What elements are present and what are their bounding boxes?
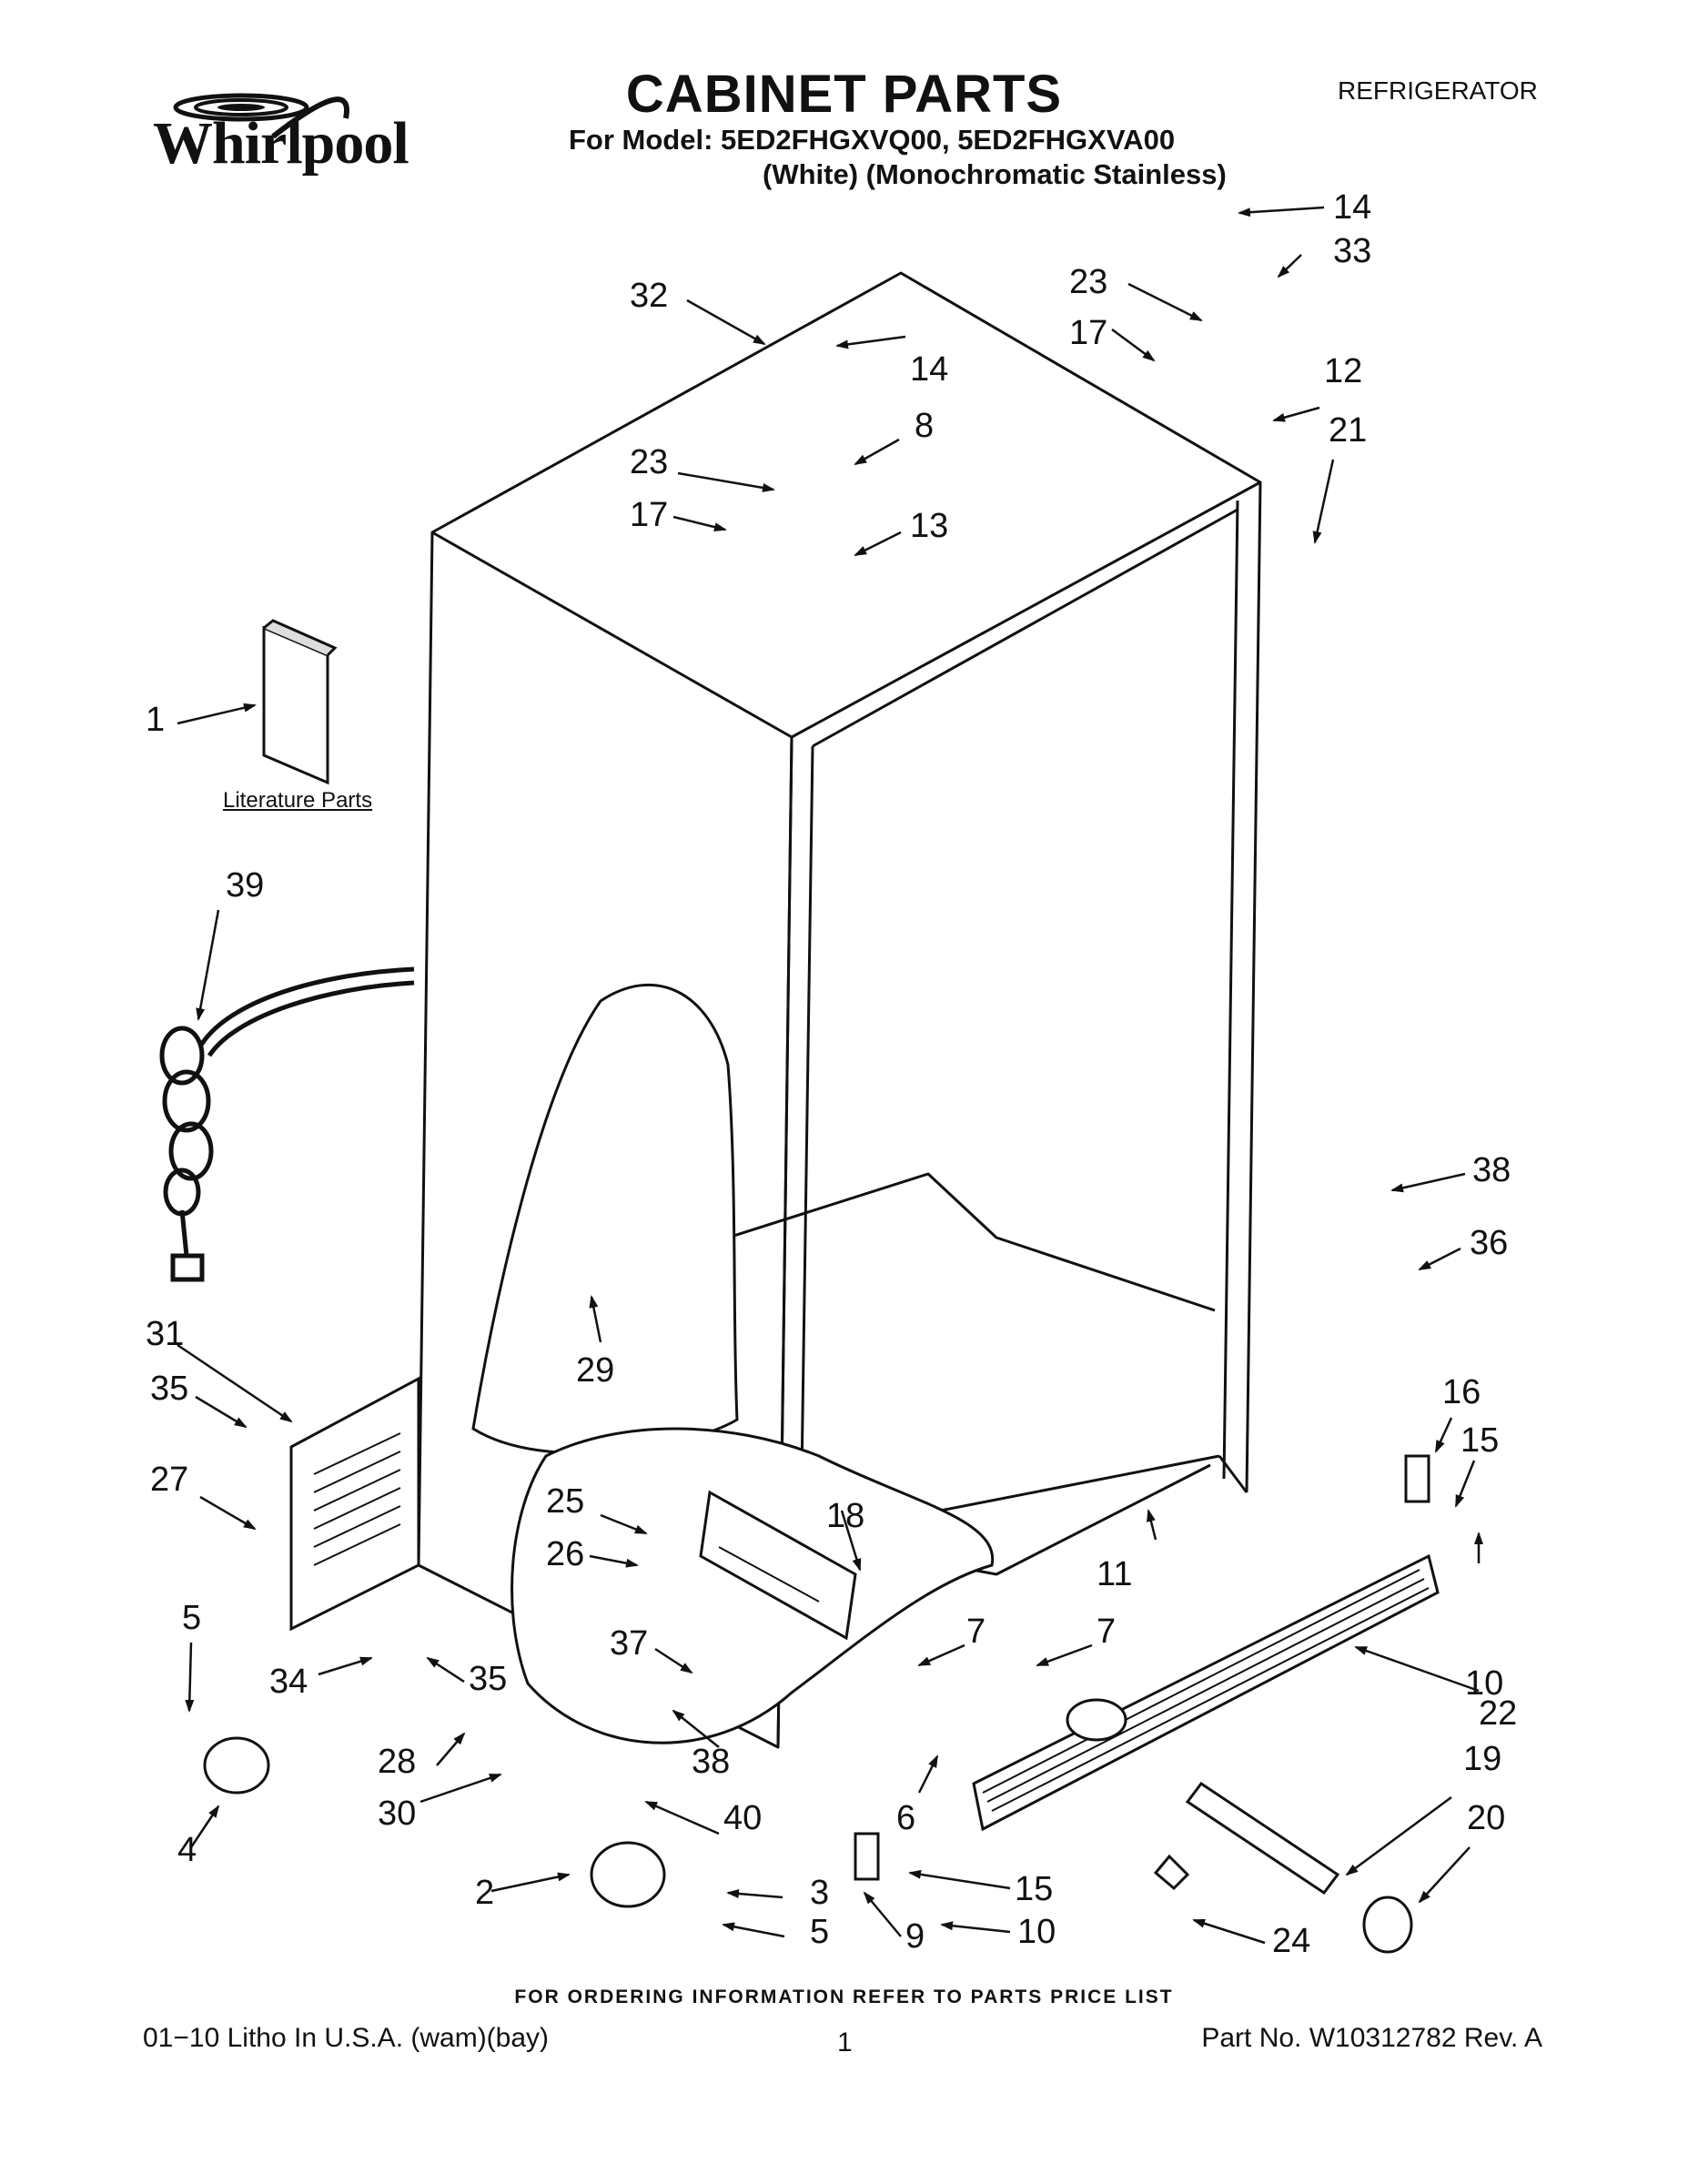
- appliance-type: REFRIGERATOR: [1338, 76, 1538, 105]
- callout-40: 40: [723, 1799, 762, 1837]
- callout-14a: 14: [1333, 188, 1371, 227]
- callout-leaders: [177, 206, 1483, 1945]
- callout-32: 32: [630, 277, 668, 315]
- callout-21: 21: [1329, 411, 1367, 450]
- callout-8: 8: [915, 407, 934, 445]
- logo-swirl-icon: [173, 93, 349, 139]
- power-cord-icon: [159, 966, 415, 1282]
- callout-4: 4: [177, 1831, 197, 1869]
- callout-14b: 14: [910, 350, 948, 389]
- callout-23b: 23: [630, 443, 668, 481]
- model-line: For Model: 5ED2FHGXVQ00, 5ED2FHGXVA00: [569, 124, 1176, 156]
- callout-38a: 38: [1472, 1151, 1511, 1189]
- callout-38b: 38: [692, 1743, 730, 1781]
- callout-39: 39: [226, 866, 264, 905]
- callout-6: 6: [896, 1799, 915, 1837]
- callout-5b: 5: [810, 1913, 829, 1951]
- callout-1: 1: [146, 701, 165, 739]
- callout-35b: 35: [469, 1660, 507, 1698]
- callout-17a: 17: [1069, 314, 1107, 352]
- rear-access-panel: [289, 1376, 420, 1632]
- bottom-hinge-left: [854, 1832, 880, 1881]
- callout-10b: 10: [1017, 1913, 1056, 1951]
- callout-17b: 17: [630, 496, 668, 534]
- callout-2: 2: [475, 1874, 494, 1912]
- part-number: Part No. W10312782 Rev. A: [1201, 2023, 1542, 2053]
- callout-19: 19: [1463, 1740, 1501, 1778]
- variant-line: (White) (Monochromatic Stainless): [763, 158, 1227, 190]
- callout-15b: 15: [1015, 1870, 1053, 1908]
- callout-9: 9: [905, 1917, 925, 1956]
- callout-23a: 23: [1069, 263, 1107, 301]
- callout-27: 27: [150, 1461, 188, 1499]
- callout-30: 30: [378, 1795, 416, 1833]
- toe-grille: [972, 1553, 1440, 1832]
- whirlpool-logo: Whirlpool: [136, 82, 409, 182]
- callout-12: 12: [1324, 352, 1362, 390]
- litho-info: 01−10 Litho In U.S.A. (wam)(bay): [143, 2023, 550, 2053]
- callout-3: 3: [810, 1874, 829, 1912]
- literature-booklet: [262, 619, 338, 785]
- page-number: 1: [837, 2027, 853, 2058]
- callout-25: 25: [546, 1482, 584, 1521]
- water-filter: [1153, 1781, 1413, 1954]
- callout-18: 18: [826, 1497, 864, 1535]
- callout-15a: 15: [1461, 1421, 1499, 1460]
- callout-24: 24: [1272, 1922, 1310, 1960]
- brand-name: Whirlpool: [153, 110, 409, 177]
- callout-36: 36: [1470, 1224, 1508, 1262]
- literature-parts-label: Literature Parts: [223, 788, 373, 813]
- callout-22: 22: [1479, 1694, 1517, 1733]
- callout-16: 16: [1442, 1373, 1481, 1411]
- callout-34: 34: [269, 1663, 308, 1701]
- callout-28: 28: [378, 1743, 416, 1781]
- front-roller-right: [590, 1841, 666, 1908]
- callout-26: 26: [546, 1535, 584, 1573]
- callout-10a: 10: [1465, 1664, 1503, 1703]
- callout-5a: 5: [182, 1599, 201, 1637]
- callout-33: 33: [1333, 232, 1371, 270]
- callout-11: 11: [1097, 1555, 1132, 1593]
- callout-31: 31: [146, 1315, 184, 1353]
- callout-numbers: 14 33 23 17 12 21 32 14 8 23 17 13 1 39 …: [146, 188, 1517, 1960]
- callout-13: 13: [910, 507, 948, 545]
- callout-7b: 7: [1097, 1613, 1116, 1651]
- callout-7a: 7: [966, 1613, 986, 1651]
- callout-37: 37: [610, 1624, 648, 1663]
- callout-29: 29: [576, 1351, 614, 1390]
- ordering-note: FOR ORDERING INFORMATION REFER TO PARTS …: [514, 1987, 1174, 2007]
- water-valve: [699, 1490, 857, 1641]
- front-roller-left: [203, 1736, 270, 1795]
- callout-35a: 35: [150, 1370, 188, 1408]
- bottom-hinge-right: [1404, 1454, 1430, 1503]
- page-title: CABINET PARTS: [625, 65, 1063, 124]
- callout-20: 20: [1467, 1799, 1505, 1837]
